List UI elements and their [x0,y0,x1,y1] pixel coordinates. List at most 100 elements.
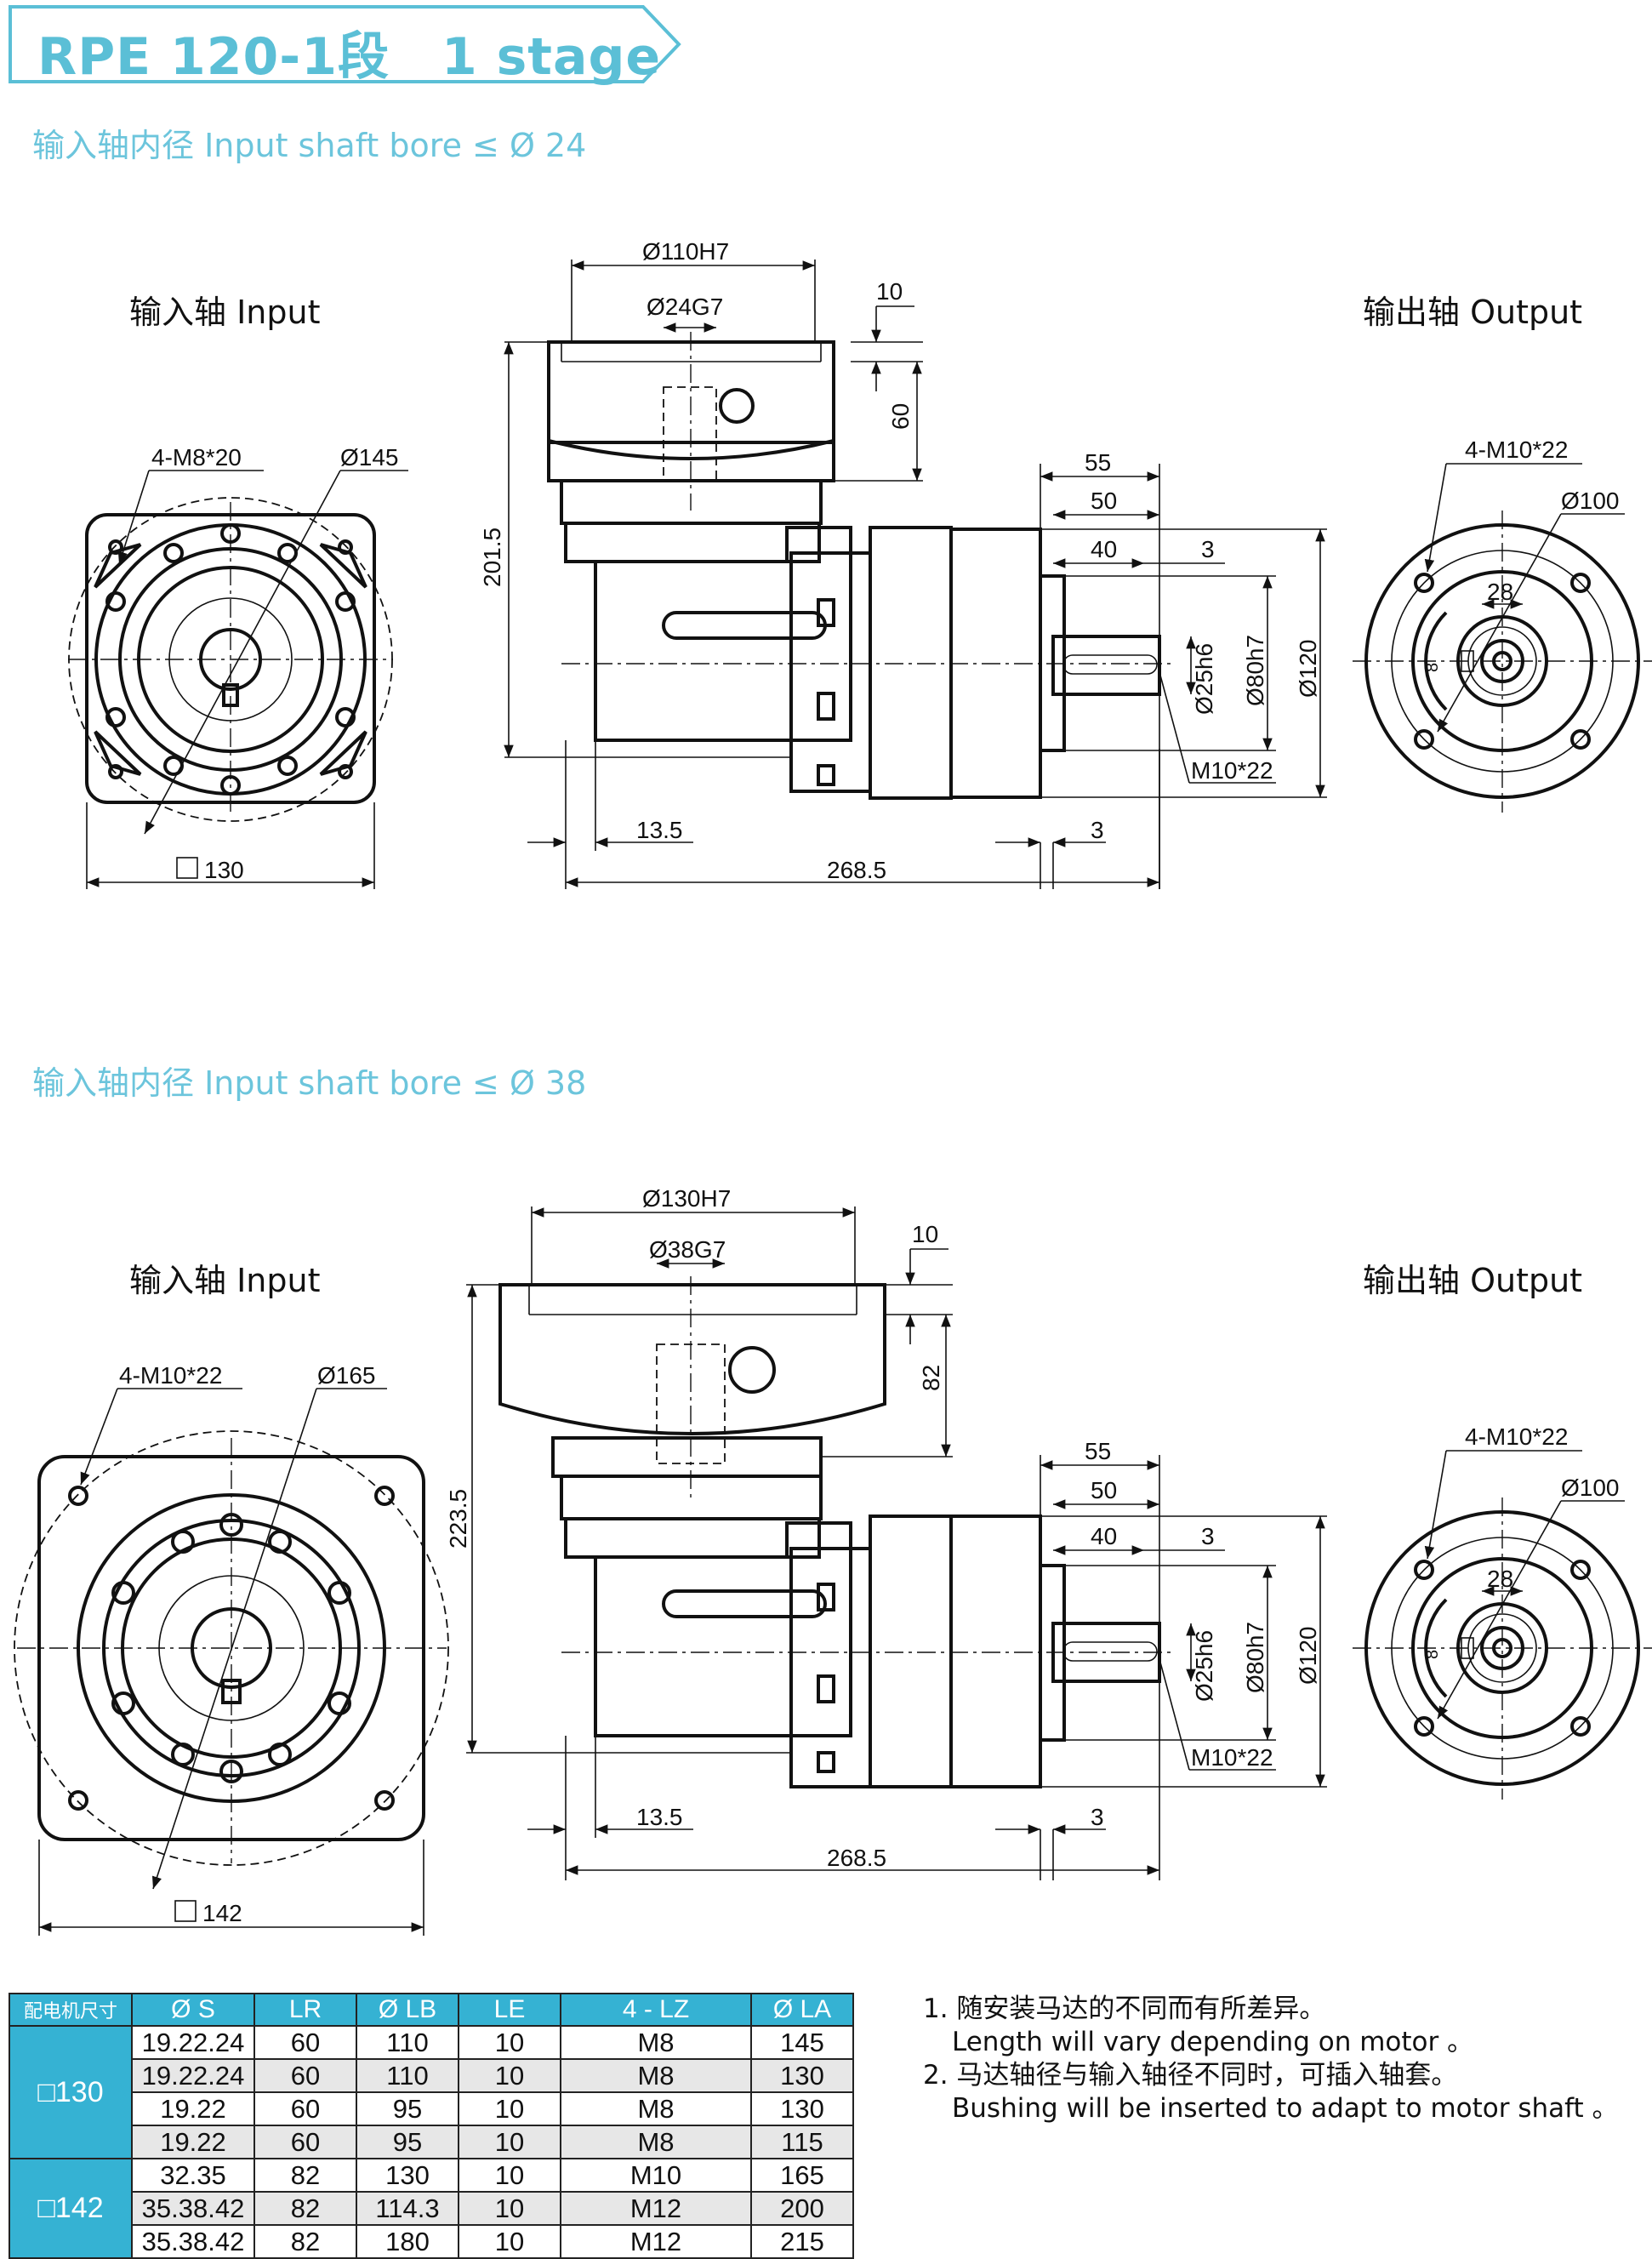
shaft-dia-dim-1: Ø25h6 [1191,643,1217,715]
table-cell: 95 [356,2125,459,2159]
col-motor-size: 配电机尺寸 [9,1993,133,2027]
table-cell: M8 [560,2125,752,2159]
note-2-cn: 2. 马达轴径与输入轴径不同时，可插入轴套。 [923,2060,1458,2091]
table-cell: 114.3 [356,2191,459,2226]
table-cell: 110 [356,2025,459,2060]
table-cell: 110 [356,2058,459,2093]
section-heading-bore-24: 输入轴内径 Input shaft bore ≤ Ø 24 [32,127,587,164]
pilot-dim-1: Ø80h7 [1242,635,1268,706]
output-view-label-1: 输出轴 Output [1363,294,1583,331]
input-view-2: 142 4-M10*22 Ø165 [14,1362,449,1936]
input-view-1: 130 4-M8*20 Ø145 [68,444,408,889]
shaft-3-dim-2: 3 [1201,1523,1215,1549]
output-holes-dim-1: 4-M10*22 [1465,436,1568,463]
input-bore-dim-2: Ø38G7 [649,1236,726,1263]
table-cell: 19.22 [131,2125,255,2159]
notes: 1. 随安装马达的不同而有所差异。 Length will vary depen… [923,1993,1619,2125]
table-cell: 60 [253,2058,357,2093]
table-row: 35.38.42 82 114.3 10 M12 200 [9,2191,854,2226]
table-cell: 10 [458,2058,561,2093]
table-cell: 10 [458,2025,561,2060]
note-1-en: Length will vary depending on motor 。 [952,2027,1474,2057]
table-cell: 35.38.42 [131,2224,255,2259]
input-pcd-dim-1: Ø145 [340,444,399,471]
col-lb: Ø LB [356,1993,459,2027]
title-banner-frame [9,5,681,83]
table-cell: 60 [253,2125,357,2159]
table-cell: 82 [253,2224,357,2259]
input-pcd-dim-2: Ø165 [317,1362,376,1389]
tap-dim-1: M10*22 [1191,757,1273,784]
col-s: Ø S [131,1993,255,2027]
table-cell: 60 [253,2091,357,2126]
table-cell: M8 [560,2058,752,2093]
input-square-dim-1: 130 [204,857,244,883]
key-height-dim-2: 28 [1487,1566,1513,1592]
table-cell: M12 [560,2191,752,2226]
shaft-55-dim-2: 55 [1085,1438,1111,1464]
pilot-dim-2: Ø80h7 [1242,1622,1268,1693]
table-cell: 19.22.24 [131,2058,255,2093]
table-cell: M10 [560,2158,752,2193]
output-pcd-dim-2: Ø100 [1561,1475,1620,1501]
height-dim-2: 223.5 [445,1489,471,1549]
input-view-label-2: 输入轴 Input [129,1262,321,1299]
table-cell: 200 [750,2191,854,2226]
table-row: 19.22 60 95 10 M8 115 [9,2125,854,2159]
table-row: 35.38.42 82 180 10 M12 215 [9,2224,854,2259]
output-view-1: 4-M10*22 Ø100 28 8 [1353,436,1652,813]
tap-dim-2: M10*22 [1191,1744,1273,1771]
group-label-130: □130 [9,2025,133,2159]
col-la: Ø LA [750,1993,854,2027]
motor-spec-table: 配电机尺寸 Ø S LR Ø LB LE 4 - LZ Ø LA □130 19… [9,1993,854,2259]
table-cell: 19.22 [131,2091,255,2126]
height-dim-1: 201.5 [479,528,505,587]
table-cell: 145 [750,2025,854,2060]
table-cell: 35.38.42 [131,2191,255,2226]
shaft-40-dim-2: 40 [1091,1523,1117,1549]
output-pcd-dim-1: Ø100 [1561,488,1620,514]
note-2-en: Bushing will be inserted to adapt to mot… [952,2093,1619,2124]
output-view-label-2: 输出轴 Output [1363,1262,1583,1299]
col-lz: 4 - LZ [560,1993,752,2027]
input-holes-dim-2: 4-M10*22 [119,1362,222,1389]
table-cell: 10 [458,2224,561,2259]
total-length-dim-1: 268.5 [827,857,886,883]
table-cell: 215 [750,2224,854,2259]
table-cell: M8 [560,2091,752,2126]
housing-bore-dim-1: Ø110H7 [642,238,729,265]
table-row: □142 32.35 82 130 10 M10 165 [9,2158,854,2259]
output-view-2: 4-M10*22 Ø100 28 8 [1353,1423,1652,1800]
housing-bore-dim-2: Ø130H7 [642,1185,731,1212]
shaft-3b-dim-2: 3 [1091,1804,1104,1830]
col-le: LE [458,1993,561,2027]
table-cell: 180 [356,2224,459,2259]
flange-dim-2: Ø120 [1295,1627,1321,1686]
flange-depth-dim-2: 10 [912,1221,938,1247]
table-row: □130 19.22.24 60 110 10 M8 145 [9,2025,854,2159]
bore-depth-dim-1: 60 [887,403,914,430]
input-square-dim-2: 142 [202,1900,242,1926]
flange-dim-1: Ø120 [1295,640,1321,699]
table-cell: 82 [253,2158,357,2193]
table-cell: 130 [750,2091,854,2126]
table-cell: 19.22.24 [131,2025,255,2060]
offset-dim-2: 13.5 [636,1804,683,1830]
table-cell: 32.35 [131,2158,255,2193]
table-cell: 115 [750,2125,854,2159]
side-view-1: 201.5 Ø110H7 Ø24G7 10 60 55 50 4 [479,238,1327,889]
col-lr: LR [253,1993,357,2027]
shaft-3-dim-1: 3 [1201,536,1215,562]
key-width-dim-1: 8 [1423,663,1442,672]
key-height-dim-1: 28 [1487,579,1513,605]
title-banner: RPE 120-1段 1 stage [7,3,681,87]
table-cell: 130 [750,2058,854,2093]
note-1-cn: 1. 随安装马达的不同而有所差异。 [923,1994,1326,2024]
shaft-3b-dim-1: 3 [1091,817,1104,843]
flange-depth-dim-1: 10 [876,278,903,305]
table-cell: 82 [253,2191,357,2226]
table-cell: 95 [356,2091,459,2126]
table-cell: M12 [560,2224,752,2259]
input-holes-dim-1: 4-M8*20 [151,444,242,471]
shaft-dia-dim-2: Ø25h6 [1191,1630,1217,1702]
